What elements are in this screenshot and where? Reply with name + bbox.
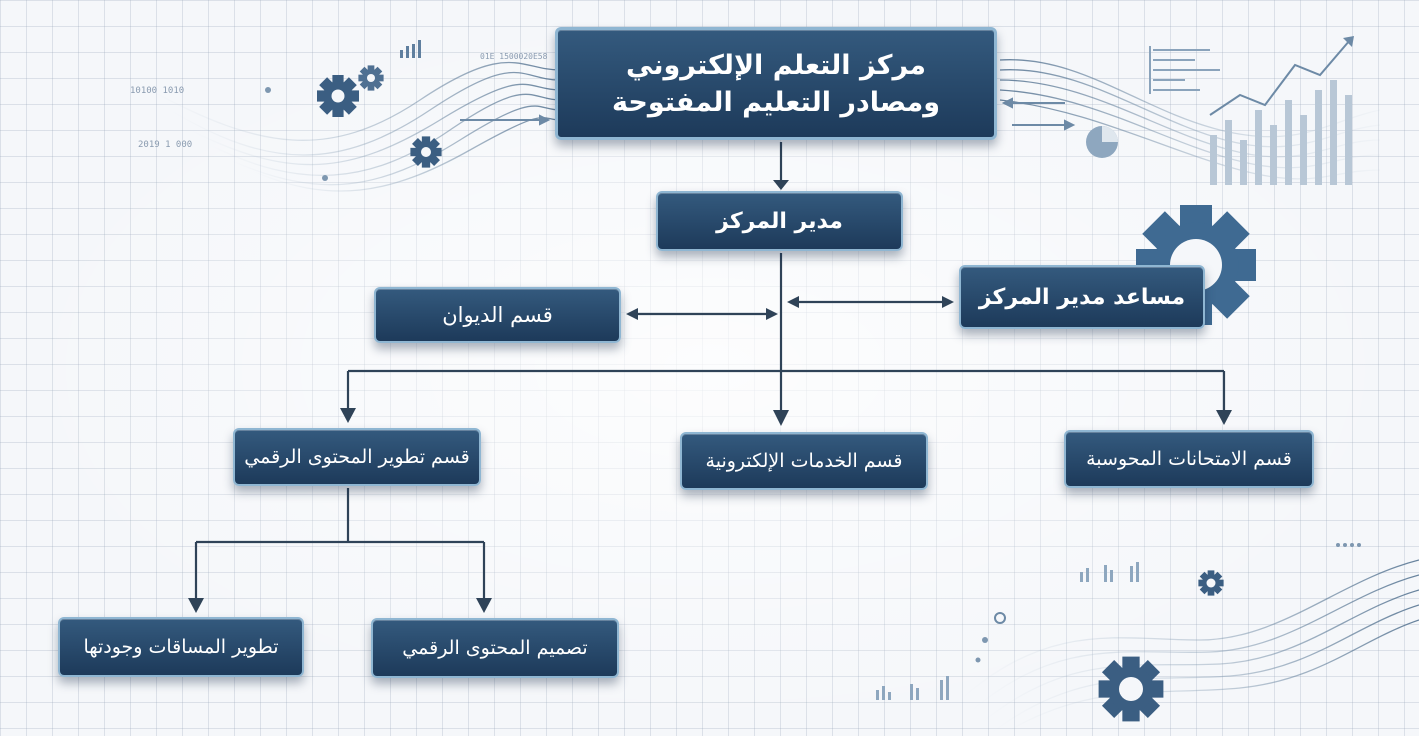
gear-icon <box>358 65 384 91</box>
assistant-director-node: مساعد مدير المركز <box>959 265 1205 329</box>
gear-icon <box>410 136 442 168</box>
arrowhead <box>787 296 799 308</box>
department-node: قسم تطوير المحتوى الرقمي <box>233 428 481 486</box>
sub-unit-label: تصميم المحتوى الرقمي <box>402 637 588 659</box>
director-node: مدير المركز <box>656 191 903 251</box>
arrowhead <box>773 410 789 426</box>
decor-binary-text: 01E 1500020E58 <box>480 52 548 61</box>
dots-decoration <box>265 87 1361 663</box>
diwan-node: قسم الديوان <box>374 287 621 343</box>
gear-icon <box>317 75 359 117</box>
sub-unit-label: تطوير المساقات وجودتها <box>83 636 279 658</box>
root-title-line1: مركز التعلم الإلكتروني <box>626 49 926 81</box>
root-node: مركز التعلم الإلكتروني ومصادر التعليم ال… <box>555 27 997 140</box>
arrowhead <box>766 308 778 320</box>
gear-icon <box>1198 570 1224 596</box>
arrowhead <box>773 180 789 190</box>
bottom-bars-icon <box>876 562 1139 700</box>
pie-chart-icon <box>1086 126 1118 158</box>
assistant-director-label: مساعد مدير المركز <box>978 284 1186 310</box>
arrowhead <box>188 598 204 613</box>
horizontal-bars-icon <box>1149 46 1220 94</box>
arrowhead <box>340 408 356 423</box>
department-label: قسم الامتحانات المحوسبة <box>1086 448 1292 470</box>
department-label: قسم الخدمات الإلكترونية <box>705 450 903 472</box>
decor-number-text: 2019 1 000 <box>138 140 193 150</box>
diwan-label: قسم الديوان <box>442 303 553 327</box>
director-label: مدير المركز <box>716 208 843 234</box>
arrowhead <box>942 296 954 308</box>
decor-number-text: 10100 1010 <box>130 86 185 96</box>
sub-unit-node: تطوير المساقات وجودتها <box>58 617 304 677</box>
department-node: قسم الامتحانات المحوسبة <box>1064 430 1314 488</box>
department-label: قسم تطوير المحتوى الرقمي <box>244 446 470 468</box>
arrowhead <box>476 598 492 613</box>
gear-icon <box>1098 656 1164 722</box>
bar-chart-icon <box>400 40 421 58</box>
sub-unit-node: تصميم المحتوى الرقمي <box>371 618 619 678</box>
growth-chart-icon <box>1209 36 1354 185</box>
root-title-line2: ومصادر التعليم المفتوحة <box>611 86 941 118</box>
bottom-right-waves <box>959 559 1419 736</box>
arrowhead <box>626 308 638 320</box>
department-node: قسم الخدمات الإلكترونية <box>680 432 928 490</box>
decor-arrows <box>460 97 1076 131</box>
arrowhead <box>1216 410 1232 425</box>
